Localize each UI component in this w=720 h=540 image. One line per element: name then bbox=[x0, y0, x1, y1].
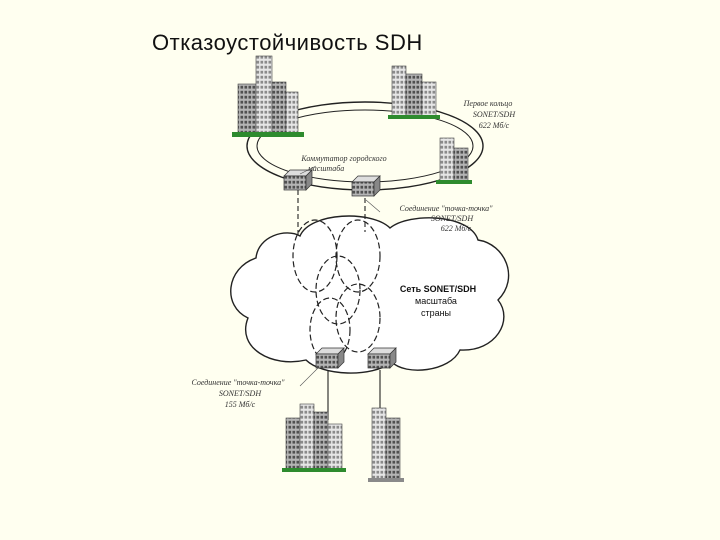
label-leaders bbox=[299, 165, 381, 387]
building-cluster-top-left bbox=[232, 55, 304, 137]
p2p-links-top bbox=[297, 190, 366, 236]
switch-line-1: Коммутатор городского bbox=[300, 154, 386, 163]
building-ring-right bbox=[436, 137, 472, 184]
label-p2p-top: Соединение "точка-точка" SONET/SDH 622 М… bbox=[399, 204, 493, 233]
page-title: Отказоустойчивость SDH bbox=[152, 30, 423, 55]
building-cluster-bottom-left bbox=[282, 403, 346, 472]
switch-bottom-left bbox=[315, 347, 345, 369]
building-cluster-top-right bbox=[388, 65, 440, 119]
p2p-top-line-3: 622 Мб/с bbox=[441, 224, 472, 233]
cloud-line-2: масштаба bbox=[415, 296, 457, 306]
p2p-bottom-line-1: Соединение "точка-точка" bbox=[191, 378, 285, 387]
p2p-bottom-line-3: 155 Мб/с bbox=[225, 400, 256, 409]
cloud-line-3: страны bbox=[421, 308, 451, 318]
switch-line-2: масштаба bbox=[307, 164, 345, 173]
building-bottom-right bbox=[368, 407, 404, 482]
p2p-top-line-1: Соединение "точка-точка" bbox=[399, 204, 493, 213]
cloud bbox=[230, 215, 510, 374]
label-switch: Коммутатор городского масштаба bbox=[300, 154, 386, 173]
cloud-line-1: Сеть SONET/SDH bbox=[400, 284, 476, 294]
switch-top-right bbox=[351, 175, 381, 197]
ring-line-3: 622 Мб/с bbox=[479, 121, 510, 130]
switch-bottom-right bbox=[367, 347, 397, 369]
ring-line-2: SONET/SDH bbox=[473, 110, 516, 119]
p2p-top-line-2: SONET/SDH bbox=[431, 214, 474, 223]
switch-top-left bbox=[283, 169, 313, 191]
ring-line-1: Первое кольцо bbox=[463, 99, 513, 108]
p2p-bottom-line-2: SONET/SDH bbox=[219, 389, 262, 398]
label-ring: Первое кольцо SONET/SDH 622 Мб/с bbox=[463, 99, 517, 130]
label-cloud: Сеть SONET/SDH масштаба страны bbox=[400, 284, 476, 318]
p2p-links-bottom bbox=[327, 370, 381, 420]
label-p2p-bottom: Соединение "точка-точка" SONET/SDH 155 М… bbox=[191, 378, 285, 409]
